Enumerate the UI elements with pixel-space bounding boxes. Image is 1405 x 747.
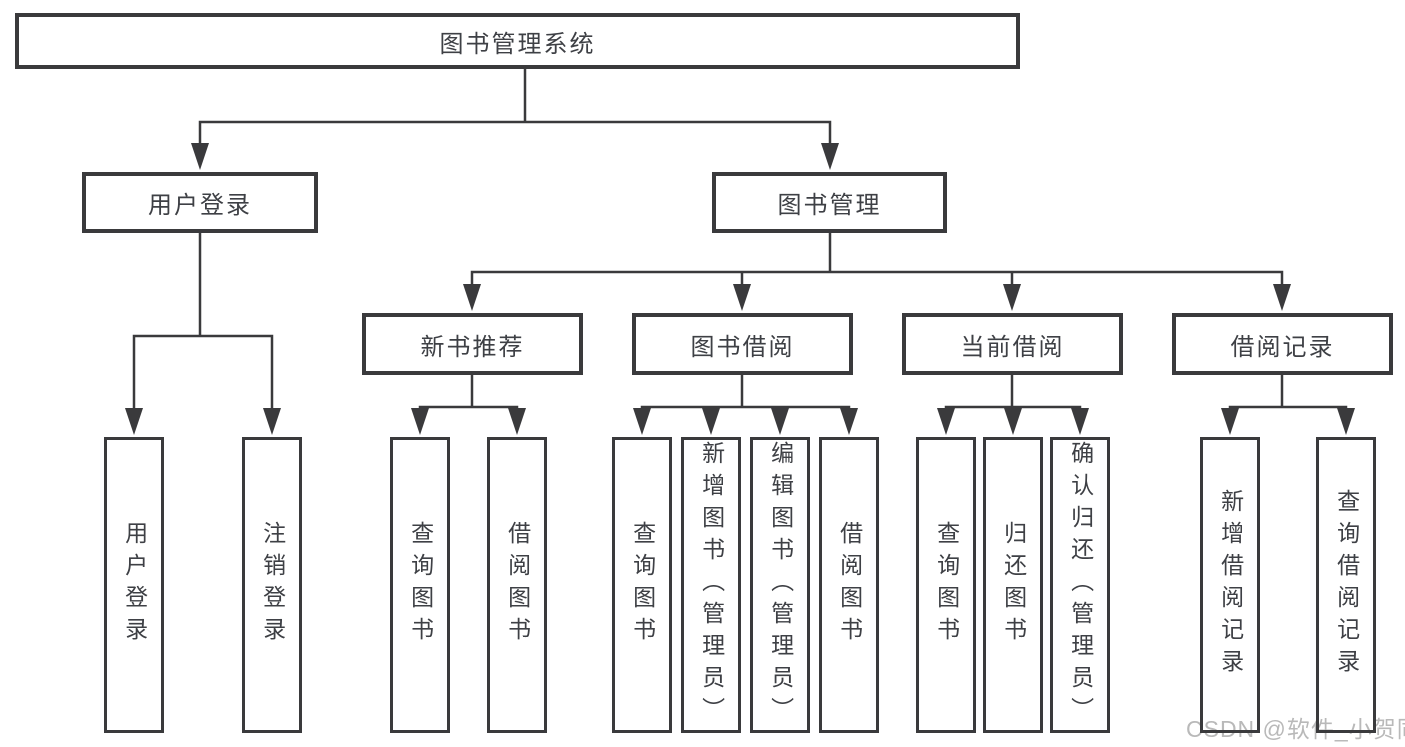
arrowhead xyxy=(1337,408,1355,435)
leaf-add-borrow-record: 新增借阅记录 xyxy=(1200,437,1260,733)
leaf-borrow-books-recommend: 借阅图书 xyxy=(487,437,547,733)
node-current-borrowing: 当前借阅 xyxy=(902,313,1123,375)
arrowhead xyxy=(191,143,209,170)
node-user-login: 用户登录 xyxy=(82,172,318,233)
leaf-return-books: 归还图书 xyxy=(983,437,1043,733)
leaf-user-login: 用户登录 xyxy=(104,437,164,733)
connector-root-to-level2 xyxy=(198,67,832,152)
arrowhead xyxy=(1004,408,1022,435)
leaf-query-books-current: 查询图书 xyxy=(916,437,976,733)
arrowhead xyxy=(771,408,789,435)
leaf-logout: 注销登录 xyxy=(242,437,302,733)
leaf-add-book-admin: 新增图书（管理员） xyxy=(681,437,741,733)
node-book-borrowing: 图书借阅 xyxy=(632,313,853,375)
leaf-borrow-books-borrowing: 借阅图书 xyxy=(819,437,879,733)
connector-book-management-children xyxy=(470,231,1284,294)
arrowhead xyxy=(1071,408,1089,435)
leaf-edit-book-admin: 编辑图书（管理员） xyxy=(750,437,810,733)
leaf-confirm-return-admin: 确认归还（管理员） xyxy=(1050,437,1110,733)
node-book-management: 图书管理 xyxy=(712,172,947,233)
arrowhead xyxy=(937,408,955,435)
arrowhead xyxy=(1273,284,1291,311)
arrowhead xyxy=(411,408,429,435)
node-borrowing-records: 借阅记录 xyxy=(1172,313,1393,375)
connector-book-borrow-children xyxy=(640,373,851,409)
arrowhead xyxy=(840,408,858,435)
leaf-query-books-recommend: 查询图书 xyxy=(390,437,450,733)
node-library-system: 图书管理系统 xyxy=(15,13,1020,69)
arrowhead xyxy=(733,284,751,311)
arrowhead xyxy=(508,408,526,435)
arrowhead xyxy=(821,143,839,170)
csdn-watermark: CSDN @软件_小贺同学 xyxy=(1186,716,1405,742)
arrowhead xyxy=(463,284,481,311)
connector-user-login-children xyxy=(132,231,274,418)
connector-borrow-record-children xyxy=(1228,373,1348,409)
arrowhead xyxy=(263,408,281,435)
arrowhead xyxy=(125,408,143,435)
leaf-query-books-borrowing: 查询图书 xyxy=(612,437,672,733)
node-new-book-recommend: 新书推荐 xyxy=(362,313,583,375)
arrowhead xyxy=(633,408,651,435)
leaf-query-borrow-record: 查询借阅记录 xyxy=(1316,437,1376,733)
arrowhead xyxy=(702,408,720,435)
connector-current-borrow-children xyxy=(944,373,1082,409)
arrowhead xyxy=(1003,284,1021,311)
arrowhead xyxy=(1221,408,1239,435)
connector-new-book-children xyxy=(418,373,519,409)
